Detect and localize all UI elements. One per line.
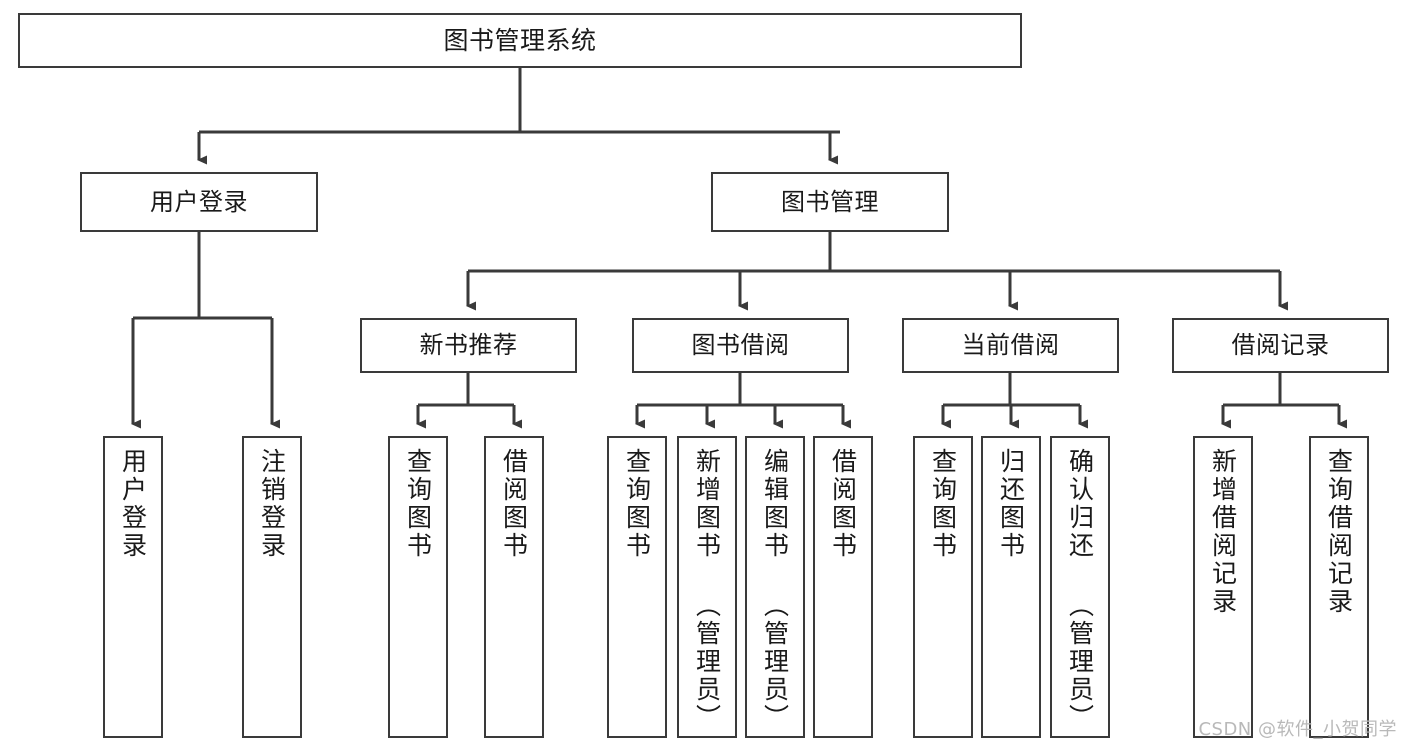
leaf-recommend-borrow-book[interactable]: 借阅图书 [484, 436, 544, 738]
node-label: 借阅图书 [828, 448, 858, 560]
leaf-borrow-borrow-book[interactable]: 借阅图书 [813, 436, 873, 738]
node-label: 图书管理系统 [443, 25, 597, 55]
leaf-user-login-logout[interactable]: 注销登录 [242, 436, 302, 738]
leaf-user-login-login[interactable]: 用户登录 [103, 436, 163, 738]
node-book-management[interactable]: 图书管理 [711, 172, 949, 232]
node-current-borrow[interactable]: 当前借阅 [902, 318, 1119, 373]
node-label: 编辑图书 （管理员） [760, 448, 790, 732]
node-borrow-record[interactable]: 借阅记录 [1172, 318, 1389, 373]
node-label: 图书管理 [781, 187, 879, 216]
node-label: 借阅记录 [1231, 331, 1330, 360]
node-label: 用户登录 [150, 187, 248, 216]
leaf-recommend-query-book[interactable]: 查询图书 [388, 436, 448, 738]
node-user-login[interactable]: 用户登录 [80, 172, 318, 232]
node-label: 借阅图书 [499, 448, 529, 560]
leaf-current-confirm-return-admin[interactable]: 确认归还 （管理员） [1050, 436, 1110, 738]
node-label: 新增图书 （管理员） [692, 448, 722, 732]
node-new-book-recommend[interactable]: 新书推荐 [360, 318, 577, 373]
csdn-watermark: CSDN @软件_小贺同学 [1198, 719, 1397, 740]
node-label: 用户登录 [118, 448, 148, 560]
leaf-borrow-query-book[interactable]: 查询图书 [607, 436, 667, 738]
leaf-record-add-record[interactable]: 新增借阅记录 [1193, 436, 1253, 738]
node-label: 图书借阅 [691, 331, 790, 360]
leaf-record-query-record[interactable]: 查询借阅记录 [1309, 436, 1369, 738]
node-label: 注销登录 [257, 448, 287, 560]
node-root-system[interactable]: 图书管理系统 [18, 13, 1022, 68]
leaf-current-query-book[interactable]: 查询图书 [913, 436, 973, 738]
node-label: 确认归还 （管理员） [1065, 448, 1095, 732]
leaf-current-return-book[interactable]: 归还图书 [981, 436, 1041, 738]
leaf-borrow-edit-book-admin[interactable]: 编辑图书 （管理员） [745, 436, 805, 738]
node-label: 查询借阅记录 [1324, 448, 1354, 616]
node-label: 查询图书 [622, 448, 652, 560]
node-book-borrow[interactable]: 图书借阅 [632, 318, 849, 373]
node-label: 归还图书 [996, 448, 1026, 560]
node-label: 新书推荐 [419, 331, 518, 360]
node-label: 查询图书 [403, 448, 433, 560]
leaf-borrow-add-book-admin[interactable]: 新增图书 （管理员） [677, 436, 737, 738]
node-label: 新增借阅记录 [1208, 448, 1238, 616]
node-label: 查询图书 [928, 448, 958, 560]
node-label: 当前借阅 [961, 331, 1060, 360]
